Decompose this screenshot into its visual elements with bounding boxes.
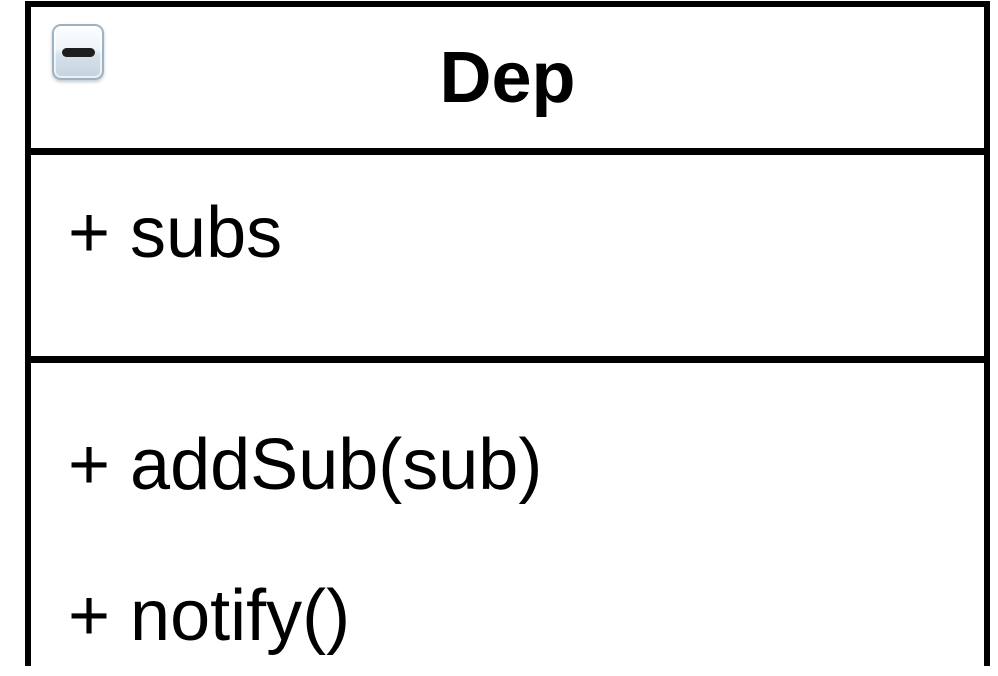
class-title[interactable]: Dep xyxy=(439,37,576,118)
method-item[interactable]: + addSub(sub) xyxy=(68,425,543,505)
class-header-section: Dep xyxy=(31,7,984,155)
method-item[interactable]: + notify() xyxy=(68,576,351,656)
attribute-item[interactable]: + subs xyxy=(68,193,283,273)
uml-class-box-dep[interactable]: Dep + subs + addSub(sub) + notify() xyxy=(25,1,990,676)
minus-icon xyxy=(61,47,95,57)
class-methods-section: + addSub(sub) + notify() xyxy=(31,422,984,676)
collapse-button[interactable] xyxy=(52,24,104,80)
class-attributes-section: + subs xyxy=(31,190,984,363)
